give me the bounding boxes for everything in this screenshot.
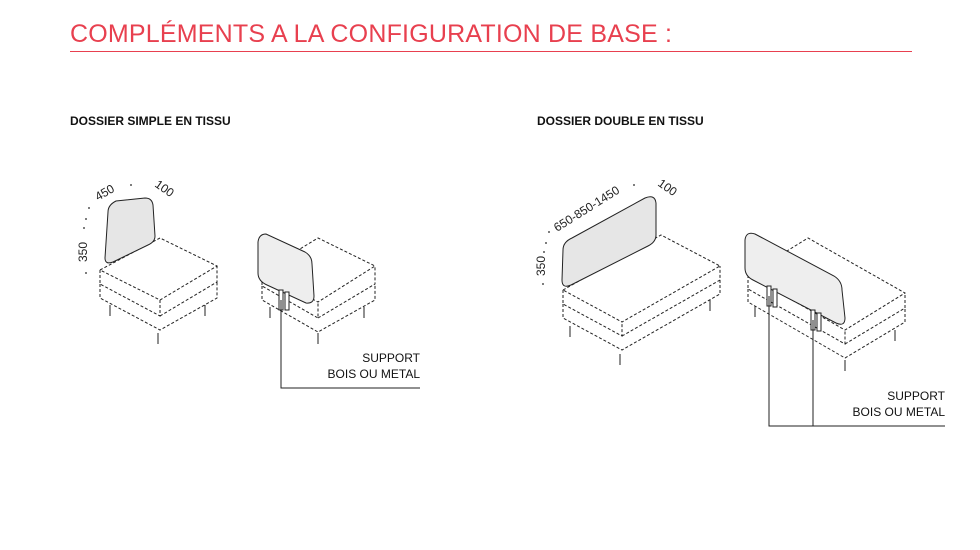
simple-rear-legs	[269, 307, 365, 344]
simple-seat-legs	[109, 305, 206, 344]
double-support-line2: BOIS OU METAL	[852, 405, 945, 419]
simple-dim-depth: 100	[152, 177, 177, 200]
page-title: COMPLÉMENTS A LA CONFIGURATION DE BASE :	[70, 20, 673, 48]
simple-support-line1: SUPPORT	[362, 351, 420, 365]
simple-support-leader	[280, 300, 420, 389]
double-support-line1: SUPPORT	[887, 389, 945, 403]
simple-backrest-front	[104, 197, 156, 264]
title-underline	[70, 51, 912, 52]
double-dim-height: 350	[534, 256, 548, 276]
double-support-label: SUPPORT BOIS OU METAL	[853, 388, 945, 420]
double-seat-front-view	[561, 234, 722, 351]
double-dim-depth: 100	[655, 176, 680, 199]
simple-dimension-dots	[83, 184, 132, 274]
simple-backrest-rear	[257, 233, 315, 304]
double-backrest-rear	[744, 232, 846, 325]
section-title-simple: DOSSIER SIMPLE EN TISSU	[70, 114, 231, 128]
simple-support-line2: BOIS OU METAL	[327, 367, 420, 381]
double-dimension-dots	[542, 184, 635, 285]
section-title-double: DOSSIER DOUBLE EN TISSU	[537, 114, 704, 128]
double-rear-legs	[754, 306, 896, 371]
double-seat-legs	[569, 300, 711, 365]
double-seat-rear-view	[747, 237, 906, 359]
simple-support-label: SUPPORT BOIS OU METAL	[328, 350, 420, 382]
simple-dim-width: 450	[93, 181, 118, 203]
double-support-leader	[768, 296, 945, 427]
double-backrest-front	[561, 196, 657, 287]
simple-dim-height: 350	[76, 242, 90, 262]
